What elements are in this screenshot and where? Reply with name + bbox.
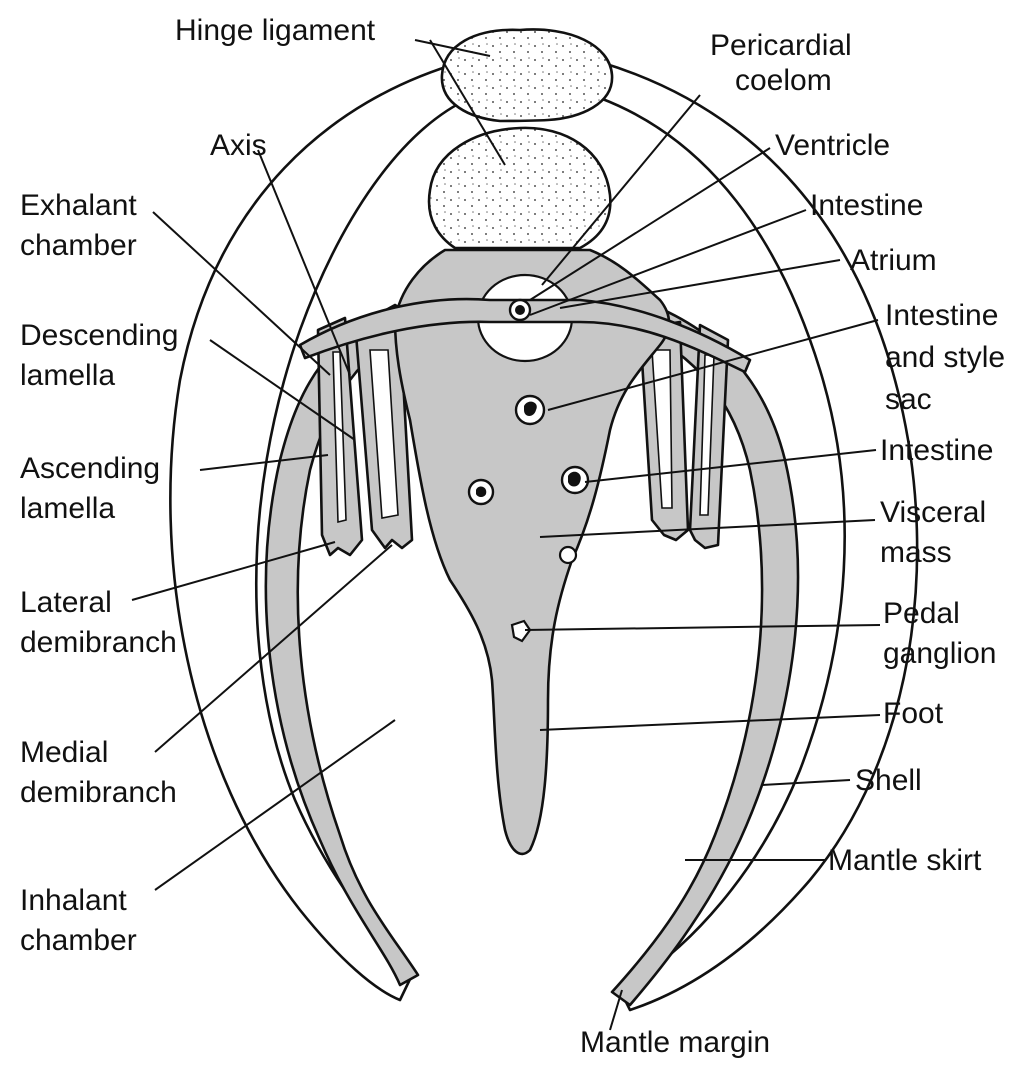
intestine-and-style-sac (516, 396, 544, 424)
label-shell: Shell (855, 764, 922, 797)
label-axis: Axis (210, 129, 267, 162)
hinge-ligament-lower (429, 128, 610, 248)
label-mantle-skirt: Mantle skirt (828, 844, 982, 877)
label-inhalant-chamber: Inhalant chamber (20, 884, 137, 957)
hinge-ligament-upper (442, 29, 612, 121)
label-intestine-and-style-sac: Intestine and style sac (885, 299, 1013, 416)
label-medial-demibranch: Medial demibranch (20, 736, 177, 809)
label-hinge-ligament: Hinge ligament (175, 14, 376, 47)
intestine-ventricle (510, 300, 530, 320)
label-intestine-2: Intestine (880, 434, 993, 467)
label-exhalant-chamber: Exhalant chamber (20, 189, 145, 262)
intestine-small (560, 547, 576, 563)
label-foot: Foot (883, 697, 944, 730)
label-descending-lamella: Descending lamella (20, 319, 187, 392)
label-ventricle: Ventricle (775, 129, 890, 162)
label-ascending-lamella: Ascending lamella (20, 452, 168, 525)
label-mantle-margin: Mantle margin (580, 1026, 770, 1059)
intestine-right (562, 467, 588, 493)
left-shell-valve (170, 62, 470, 1000)
label-pericardial-coelom: Pericardial coelom (710, 29, 860, 97)
label-atrium: Atrium (850, 244, 937, 277)
label-lateral-demibranch: Lateral demibranch (20, 586, 177, 659)
label-intestine-1: Intestine (810, 189, 923, 222)
intestine-left (469, 480, 493, 504)
